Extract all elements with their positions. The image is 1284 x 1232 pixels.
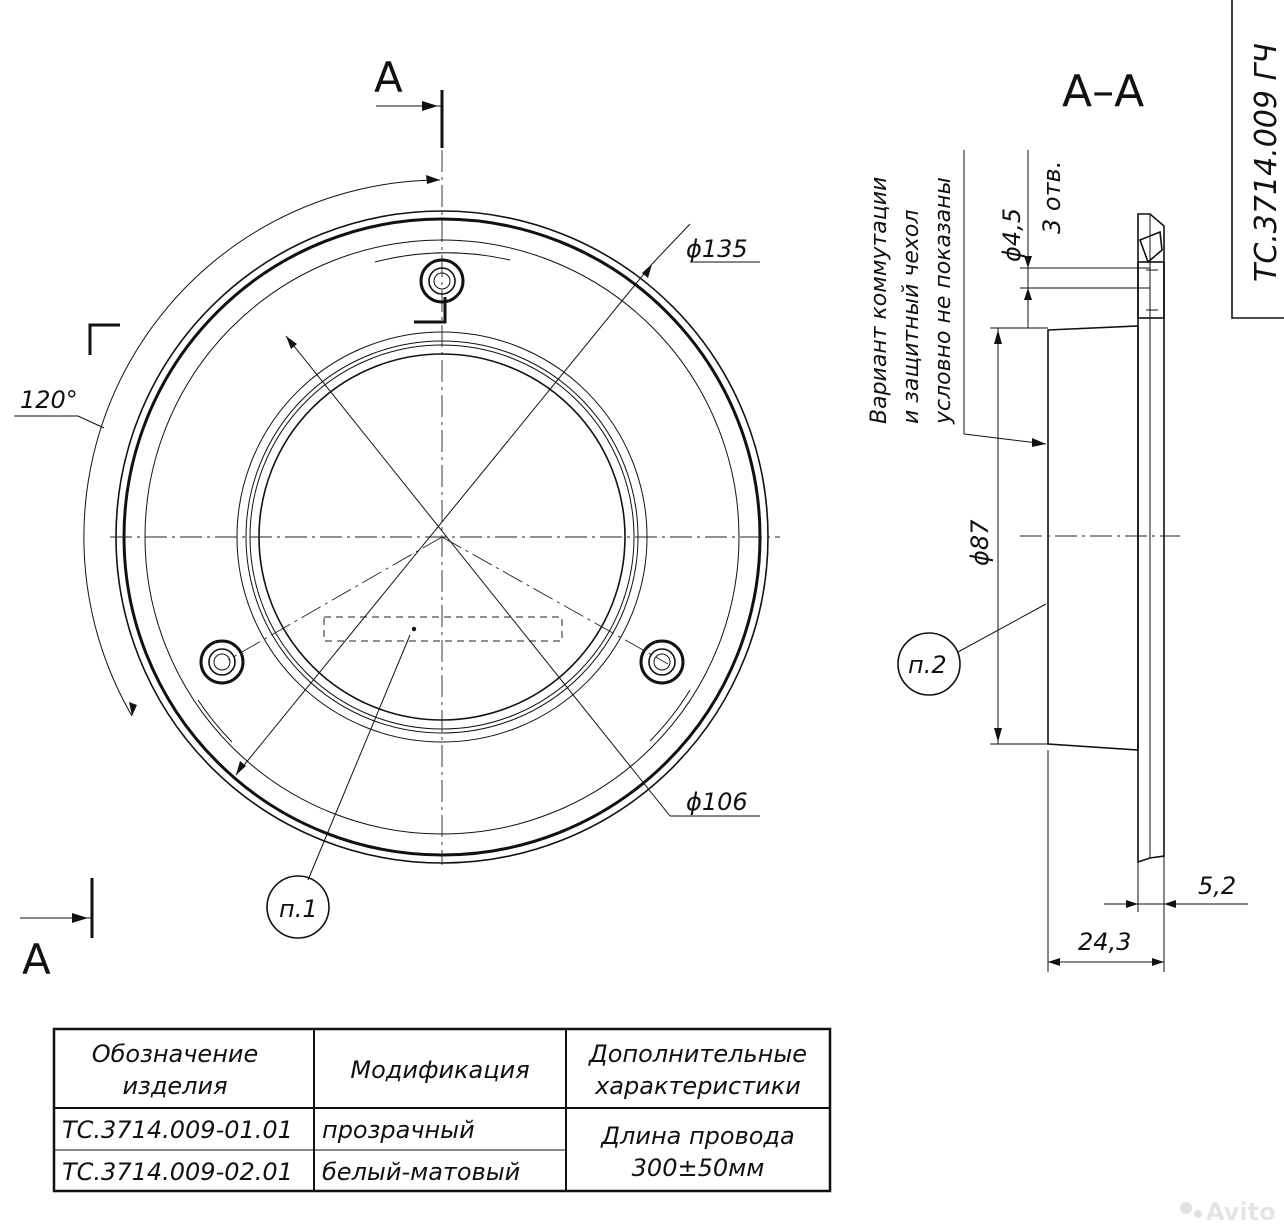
holes-count-label: 3 отв.: [1038, 161, 1066, 234]
d135-dimension-line: [235, 263, 653, 776]
p1-leader: [307, 634, 411, 881]
mounting-hole-right: [639, 639, 685, 685]
flange-profile: [1137, 213, 1165, 864]
bolt-circle-arc-top: [374, 252, 511, 263]
avito-watermark: Avito: [1180, 1198, 1276, 1226]
extra-wire-length-1: Длина провода: [600, 1122, 794, 1150]
w243-label: 24,3: [1078, 928, 1131, 956]
bolt-circle-arc-right: [649, 689, 691, 742]
front-view: ϕ135 ϕ106 120° п.1: [14, 150, 780, 939]
radial-axis-left: [227, 536, 443, 661]
note-line-2: и защитный чехол: [899, 210, 924, 424]
section-letter-top: А: [374, 53, 403, 102]
watermark-text: Avito: [1206, 1198, 1276, 1226]
row2-modification: белый-матовый: [322, 1158, 520, 1186]
mounting-boss: [1137, 261, 1165, 319]
section-mark-bottom: А: [20, 878, 94, 984]
section-letter-bottom: А: [22, 935, 51, 984]
mounting-hole-left: [199, 639, 245, 685]
d106-label: ϕ106: [686, 788, 748, 816]
angle-arc: [83, 179, 441, 717]
avito-logo-icon: [1180, 1202, 1192, 1214]
header-extra-2: характеристики: [594, 1072, 801, 1100]
note-line-3: условно не показаны: [931, 177, 956, 425]
mounting-hole-top: [414, 258, 465, 324]
title-stamp: ТС.3714.009 ГЧ: [1231, 0, 1284, 319]
section-corner-mark: [88, 323, 120, 355]
header-extra-1: Дополнительные: [588, 1040, 807, 1068]
section-view: А–А ϕ4,5 3 отв. ϕ87 Вариант коммутации и…: [867, 66, 1248, 972]
d106-dimension-line: [285, 335, 671, 817]
d87-label: ϕ87: [966, 519, 994, 566]
d135-leader: [651, 223, 691, 265]
d45-label: ϕ4,5: [998, 208, 1026, 262]
w52-label: 5,2: [1198, 872, 1236, 900]
row2-designation: ТС.3714.009-02.01: [62, 1158, 293, 1186]
p1-label: п.1: [279, 895, 318, 923]
header-designation-2: изделия: [122, 1072, 227, 1100]
note-line-1: Вариант коммутации: [867, 177, 892, 424]
bolt-circle-arc-left: [197, 699, 233, 743]
lens-body: [1047, 325, 1139, 751]
header-designation-1: Обозначение: [92, 1040, 259, 1068]
flange-detail-top: [1138, 230, 1163, 264]
hidden-board-outline: [323, 616, 563, 642]
section-view-title: А–А: [1062, 66, 1144, 117]
p1-callout-circle: [266, 875, 330, 939]
header-modification: Модификация: [350, 1056, 529, 1084]
p2-leader: [957, 603, 1047, 653]
row1-modification: прозрачный: [322, 1116, 475, 1144]
d135-label: ϕ135: [686, 235, 748, 263]
p2-callout-circle: [897, 632, 961, 696]
radial-axis-right: [441, 536, 669, 665]
modification-table: Обозначение изделия Модификация Дополнит…: [52, 1027, 832, 1193]
extra-wire-length-2: 300±50мм: [632, 1154, 765, 1182]
title-stamp-text: ТС.3714.009 ГЧ: [1249, 43, 1284, 282]
angle-label: 120°: [20, 386, 78, 414]
row1-designation: ТС.3714.009-01.01: [62, 1116, 293, 1144]
section-mark-top: А: [374, 53, 444, 148]
board-center-dot: [411, 626, 417, 632]
p2-label: п.2: [908, 651, 947, 679]
